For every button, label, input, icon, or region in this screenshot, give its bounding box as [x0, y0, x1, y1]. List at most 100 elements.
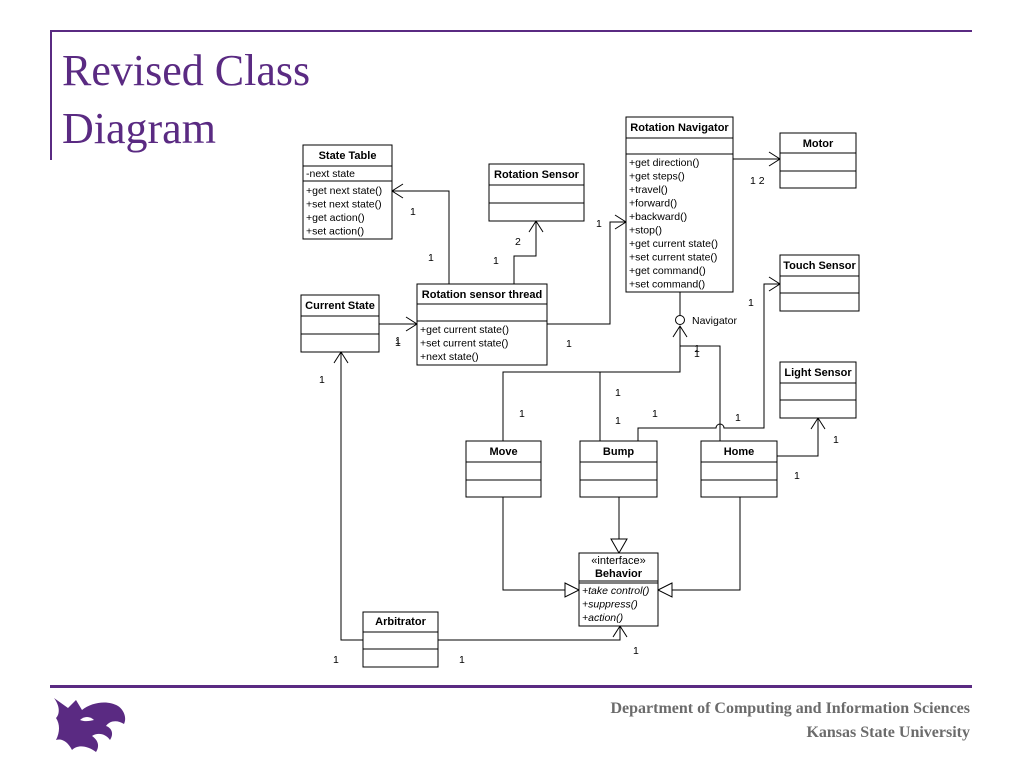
multiplicity-label: 1: [615, 387, 621, 399]
class-home: Home: [700, 440, 778, 498]
class-name: Behavior: [595, 568, 643, 580]
stereotype: «interface»: [591, 555, 645, 567]
navigator-role-circle: [675, 315, 685, 325]
slide-title-line-1: Revised Class: [62, 46, 311, 95]
method: +get current state(): [629, 238, 718, 250]
class-name: Rotation Sensor: [494, 169, 580, 181]
multiplicity-label: 1: [596, 218, 602, 230]
class-name: Light Sensor: [784, 367, 852, 379]
multiplicity-label: 1: [748, 297, 754, 309]
multiplicity-label: 2: [515, 236, 521, 248]
method: +action(): [582, 612, 623, 624]
method: +set current state(): [420, 338, 508, 350]
multiplicity-label: 1: [459, 654, 465, 666]
multiplicity-label: 1 2: [750, 175, 765, 187]
method: +backward(): [629, 211, 687, 223]
multiplicity-label: 1: [833, 434, 839, 446]
navigator-role-label: Navigator: [692, 315, 737, 327]
class-name: State Table: [319, 150, 377, 162]
method: +set current state(): [629, 252, 717, 264]
method: +set command(): [629, 279, 705, 291]
class-behavior: «interface» Behavior +take control() +su…: [578, 552, 659, 627]
method: +get action(): [306, 212, 365, 224]
class-bump: Bump: [579, 440, 658, 498]
method: +next state(): [420, 351, 479, 363]
method: +get next state(): [306, 185, 382, 197]
multiplicity-labels: 1 1 1 2 1 1 1 2 1 1 1 1 1 1 1 1 1 1 1 1 …: [319, 175, 839, 666]
assoc-arbitrator-behavior: [438, 626, 621, 641]
class-name: Touch Sensor: [783, 260, 856, 272]
footer-department: Department of Computing and Information …: [610, 700, 970, 717]
class-name: Motor: [803, 138, 834, 150]
assoc-bump-touchsensor: [637, 283, 780, 441]
multiplicity-label: 1: [519, 408, 525, 420]
multiplicity-label: 1: [566, 338, 572, 350]
multiplicity-label: 1: [493, 255, 499, 267]
left-rule: [50, 30, 52, 160]
assoc-thread-navigator: [547, 221, 626, 325]
method: +get current state(): [420, 324, 509, 336]
class-current-state: Current State: [300, 294, 380, 353]
method: +take control(): [582, 585, 649, 597]
class-name: Rotation sensor thread: [422, 289, 542, 301]
method: +get direction(): [629, 157, 699, 169]
method: +forward(): [629, 198, 677, 210]
class-name: Current State: [305, 300, 375, 312]
method: +set action(): [306, 226, 364, 238]
method: +stop(): [629, 225, 662, 237]
multiplicity-label: 1: [794, 470, 800, 482]
footer-university: Kansas State University: [806, 724, 970, 741]
assoc-home-navigator: [680, 345, 721, 441]
realize-arrow-right: [656, 582, 673, 598]
realize-home-behavior: [672, 497, 741, 591]
multiplicity-label: 1: [652, 408, 658, 420]
footer: Department of Computing and Information …: [610, 697, 970, 745]
multiplicity-label: 1: [395, 335, 401, 347]
multiplicity-label: 1: [694, 343, 700, 355]
realize-arrow-left: [564, 582, 581, 598]
class-arbitrator: Arbitrator: [362, 611, 439, 668]
class-name: Rotation Navigator: [630, 122, 729, 134]
method: +get command(): [629, 265, 706, 277]
class-touch-sensor: Touch Sensor: [779, 254, 860, 312]
multiplicity-label: 1: [428, 252, 434, 264]
class-name: Move: [489, 446, 517, 458]
wildcat-logo-icon: [54, 698, 126, 752]
method: +get steps(): [629, 171, 685, 183]
multiplicity-label: 1: [735, 412, 741, 424]
class-rotation-sensor: Rotation Sensor: [488, 163, 585, 222]
arrowhead-navigator-role: [672, 325, 688, 338]
assoc-thread-statetable: [392, 190, 450, 284]
method: +set next state(): [306, 199, 382, 211]
attribute: -next state: [306, 168, 355, 180]
assoc-home-lightsensor: [777, 418, 819, 457]
class-rotation-sensor-thread: Rotation sensor thread +get current stat…: [416, 283, 548, 366]
class-move: Move: [465, 440, 542, 498]
assoc-move-navigator: [502, 326, 681, 441]
class-motor: Motor: [779, 132, 857, 189]
multiplicity-label: 1: [319, 374, 325, 386]
slide-title-line-2: Diagram: [62, 104, 216, 153]
multiplicity-label: 1: [694, 348, 700, 360]
method: +suppress(): [582, 599, 638, 611]
bottom-rule: [50, 685, 972, 688]
multiplicity-label: 1: [633, 645, 639, 657]
realize-arrow-top: [610, 538, 628, 555]
assoc-arbitrator-currentstate: [340, 352, 363, 641]
class-state-table: State Table -next state +get next state(…: [302, 144, 393, 240]
method: +travel(): [629, 184, 668, 196]
class-name: Home: [724, 446, 755, 458]
class-name: Arbitrator: [375, 616, 426, 628]
top-rule: [50, 30, 972, 32]
multiplicity-label: 1: [615, 415, 621, 427]
assoc-thread-rotationsensor: [513, 221, 537, 284]
multiplicity-label: 1: [395, 337, 401, 349]
class-rotation-navigator: Rotation Navigator +get direction() +get…: [625, 116, 734, 293]
realize-move-behavior: [502, 497, 565, 591]
slide-title: Revised Class Diagram: [62, 42, 362, 158]
multiplicity-label: 1: [410, 206, 416, 218]
class-name: Bump: [603, 446, 634, 458]
multiplicity-label: 1: [333, 654, 339, 666]
